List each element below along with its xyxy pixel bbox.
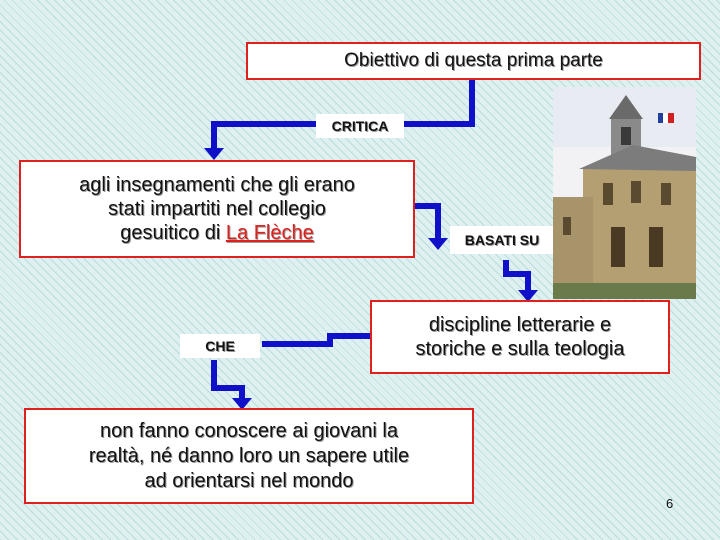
arrowhead-disciplines xyxy=(518,290,538,302)
critica-label-box: CRITICA xyxy=(316,114,404,138)
arrow-disciplines-to-che xyxy=(262,333,370,347)
teachings-line-1: agli insegnamenti che gli erano xyxy=(79,174,355,196)
arrow-title-to-critica xyxy=(404,78,475,127)
disciplines-line-2: storiche e sulla teologia xyxy=(415,338,625,360)
page-number: 6 xyxy=(666,496,674,511)
objective-title: Obiettivo di questa prima parte xyxy=(344,50,603,71)
basati-su-label: BASATI SU xyxy=(464,232,540,248)
che-label: CHE xyxy=(205,338,235,354)
arrowhead-conclusion xyxy=(232,398,252,410)
arrow-basati-to-disciplines xyxy=(503,260,531,292)
conclusion-line-2: realtà, né danno loro un sapere utile xyxy=(88,444,410,467)
arrow-critica-to-teachings xyxy=(211,121,316,150)
arrowhead-teachings xyxy=(204,148,224,160)
arrowhead-basati xyxy=(428,238,448,250)
disciplines-line-1: discipline letterarie e xyxy=(428,314,612,336)
arrow-teachings-to-basati xyxy=(414,203,441,240)
college-photo xyxy=(553,87,696,299)
teachings-line-2: stati impartiti nel collegio xyxy=(108,198,326,220)
conclusion-line-1: non fanno conoscere ai giovani la xyxy=(100,419,398,442)
la-fleche-link[interactable]: La Flèche xyxy=(225,222,314,244)
disciplines-box: discipline letterarie e storiche e sulla… xyxy=(370,300,670,374)
basati-su-label-box: BASATI SU xyxy=(450,226,554,254)
teachings-box: agli insegnamenti che gli erano stati im… xyxy=(19,160,415,258)
che-label-box: CHE xyxy=(180,334,260,358)
objective-title-box: Obiettivo di questa prima parte xyxy=(246,42,701,80)
teachings-line-3: gesuitico di La Flèche xyxy=(120,221,313,245)
critica-label: CRITICA xyxy=(331,118,389,134)
conclusion-box: non fanno conoscere ai giovani la realtà… xyxy=(24,408,474,504)
arrow-che-to-conclusion xyxy=(211,360,245,400)
conclusion-line-3: ad orientarsi nel mondo xyxy=(144,469,354,492)
teachings-line-3-prefix: gesuitico di xyxy=(120,222,226,244)
